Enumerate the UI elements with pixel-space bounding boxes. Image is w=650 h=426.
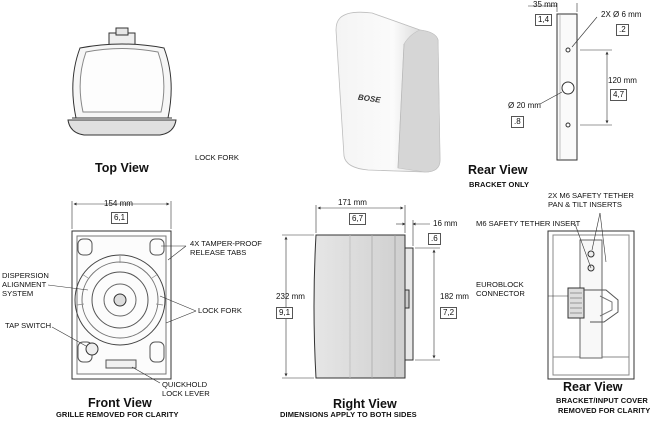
tamper-proof-tabs-label: 4X TAMPER-PROOF RELEASE TABS: [190, 239, 262, 257]
rear-bracket-drawing: [528, 3, 612, 161]
right-view-drawing: [282, 205, 440, 379]
right-view-subtitle: DIMENSIONS APPLY TO BOTH SIDES: [280, 410, 417, 419]
top-view-title: Top View: [95, 161, 149, 175]
height-mm: 232 mm: [276, 292, 305, 301]
safety-tether-inserts-label: 2X M6 SAFETY TETHER PAN & TILT INSERTS: [548, 191, 634, 209]
front-view-subtitle: GRILLE REMOVED FOR CLARITY: [56, 410, 179, 419]
front-view-title: Front View: [88, 396, 152, 410]
front-view-drawing: [47, 201, 197, 384]
rear-bracket-view-title: Rear View: [468, 163, 528, 177]
front-width-in: 6,1: [111, 212, 129, 224]
rear-cover-view-subtitle-2: REMOVED FOR CLARITY: [558, 406, 650, 415]
tap-switch-label: TAP SWITCH: [5, 321, 52, 330]
height-in: 9,1: [276, 307, 294, 319]
hole-diameter-in: .2: [616, 24, 629, 36]
rear-bracket-view-subtitle: BRACKET ONLY: [469, 180, 530, 189]
bracket-width-mm: 35 mm: [533, 0, 558, 9]
rear-cover-drawing: [547, 212, 635, 380]
lock-fork-front-label: LOCK FORK: [198, 306, 242, 315]
front-width-mm: 154 mm: [104, 199, 133, 208]
quickhold-lever-label: QUICKHOLD LOCK LEVER: [162, 380, 210, 398]
bracket-height-in: 7,2: [440, 307, 458, 319]
euroblock-connector-label: EUROBLOCK CONNECTOR: [476, 280, 525, 298]
hole-spacing-in: 4,7: [610, 89, 628, 101]
lock-fork-top-label: LOCK FORK: [195, 153, 239, 162]
side-depth-in: 6,7: [349, 213, 367, 225]
top-view-drawing: [67, 27, 177, 136]
rear-cover-view-subtitle-1: BRACKET/INPUT COVER: [556, 396, 648, 405]
bracket-depth-mm: 16 mm: [433, 219, 458, 228]
big-hole-in: .8: [511, 116, 524, 128]
bose-logo: BOSE: [357, 93, 381, 105]
speaker-3d-render: BOSE: [335, 11, 441, 173]
bracket-width-in: 1,4: [535, 14, 553, 26]
right-view-title: Right View: [333, 397, 397, 411]
rear-cover-view-title: Rear View: [563, 380, 623, 394]
dispersion-alignment-label: DISPERSION ALIGNMENT SYSTEM: [2, 271, 49, 298]
bracket-depth-in: .6: [428, 233, 441, 245]
bracket-height-mm: 182 mm: [440, 292, 469, 301]
side-depth-mm: 171 mm: [338, 198, 367, 207]
hole-spacing-mm: 120 mm: [608, 76, 637, 85]
hole-diameter-mm: 2X Ø 6 mm: [601, 10, 642, 19]
big-hole-mm: Ø 20 mm: [508, 101, 541, 110]
safety-tether-insert-label: M6 SAFETY TETHER INSERT: [476, 219, 581, 228]
